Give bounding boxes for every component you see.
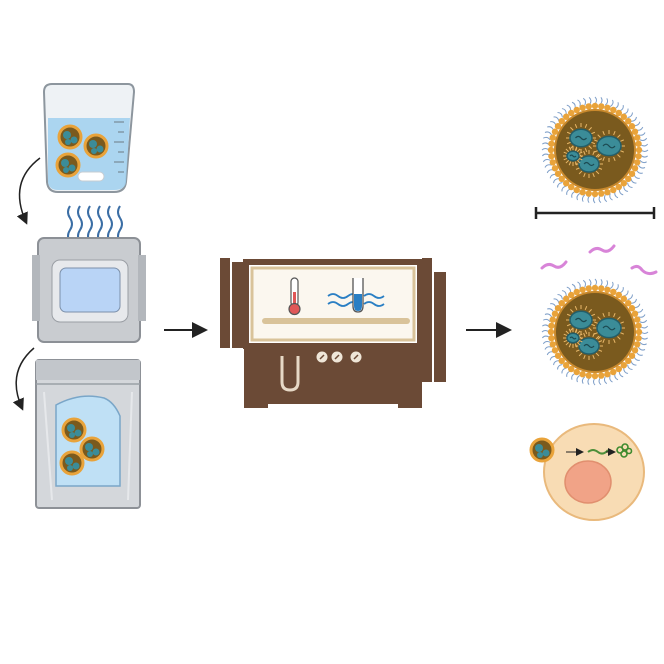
thermometer-icon: [288, 277, 301, 316]
cell-uptake-icon: [529, 423, 645, 521]
drain-pipe-icon: [280, 356, 300, 392]
incubator-icon: [220, 258, 446, 408]
beaker-icon: [42, 83, 136, 193]
protein-icon: [616, 443, 633, 458]
freeze-dryer-icon: [32, 205, 146, 343]
control-knobs: [316, 351, 362, 363]
vapor-icon: [67, 205, 123, 243]
nucleus: [564, 460, 612, 504]
nanoparticle-icon: [541, 96, 649, 204]
sealed-bag-icon: [35, 359, 141, 509]
nanoparticle-icon: [541, 278, 649, 386]
arrow-beaker-to-dryer: [16, 157, 41, 225]
rna-strands-icon: [540, 244, 658, 276]
arrow-dryer-to-bag: [12, 347, 35, 411]
test-tube-icon: [352, 278, 364, 313]
